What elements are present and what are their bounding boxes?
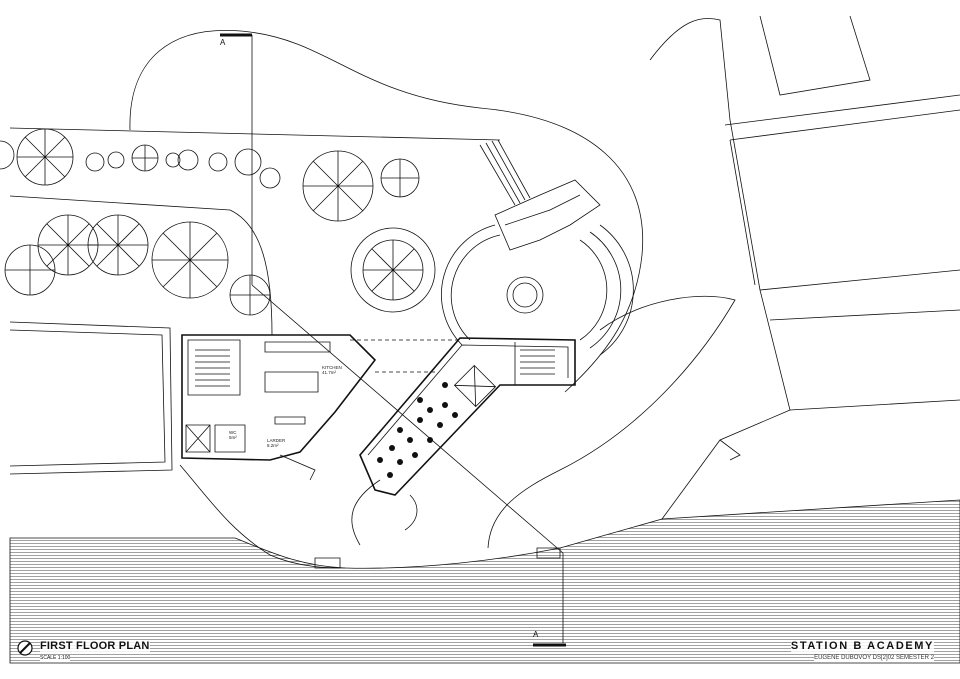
plaza-edge bbox=[179, 464, 346, 569]
section-line bbox=[251, 35, 564, 643]
room-label-wc: WC 5m² bbox=[229, 430, 237, 440]
room-area: 5m² bbox=[229, 435, 237, 440]
path-edge bbox=[9, 127, 501, 141]
room-area: 8.2m² bbox=[267, 443, 279, 448]
hatched-ground bbox=[9, 499, 960, 664]
path-edge bbox=[9, 195, 273, 336]
plan-scale: SCALE 1:100 bbox=[40, 655, 71, 661]
site-boundary bbox=[129, 30, 644, 393]
room-name: KITCHEN bbox=[322, 365, 342, 370]
project-title: STATION B ACADEMY bbox=[790, 640, 934, 652]
room-name: WC bbox=[229, 430, 237, 435]
plaza-curve bbox=[487, 295, 736, 549]
trees bbox=[0, 128, 436, 316]
building-outline bbox=[181, 334, 377, 461]
section-marker-bottom: A bbox=[533, 630, 539, 639]
compass-pencil-icon bbox=[17, 640, 33, 656]
river-edge bbox=[649, 18, 791, 520]
room-area: 41.7m² bbox=[322, 370, 337, 375]
section-marker-top: A bbox=[220, 38, 226, 47]
author-line: EUGENE DUBOVOY DS[2]02 SEMESTER 2 bbox=[814, 655, 934, 661]
room-name: LARDER bbox=[267, 438, 286, 443]
plan-title: FIRST FLOOR PLAN bbox=[40, 640, 150, 652]
room-label-kitchen: KITCHEN 41.7m² bbox=[322, 365, 342, 375]
dining-wing bbox=[359, 337, 576, 496]
dining-tables bbox=[377, 382, 458, 478]
room-label-larder: LARDER 8.2m² bbox=[267, 438, 285, 448]
amphitheatre bbox=[441, 139, 634, 356]
